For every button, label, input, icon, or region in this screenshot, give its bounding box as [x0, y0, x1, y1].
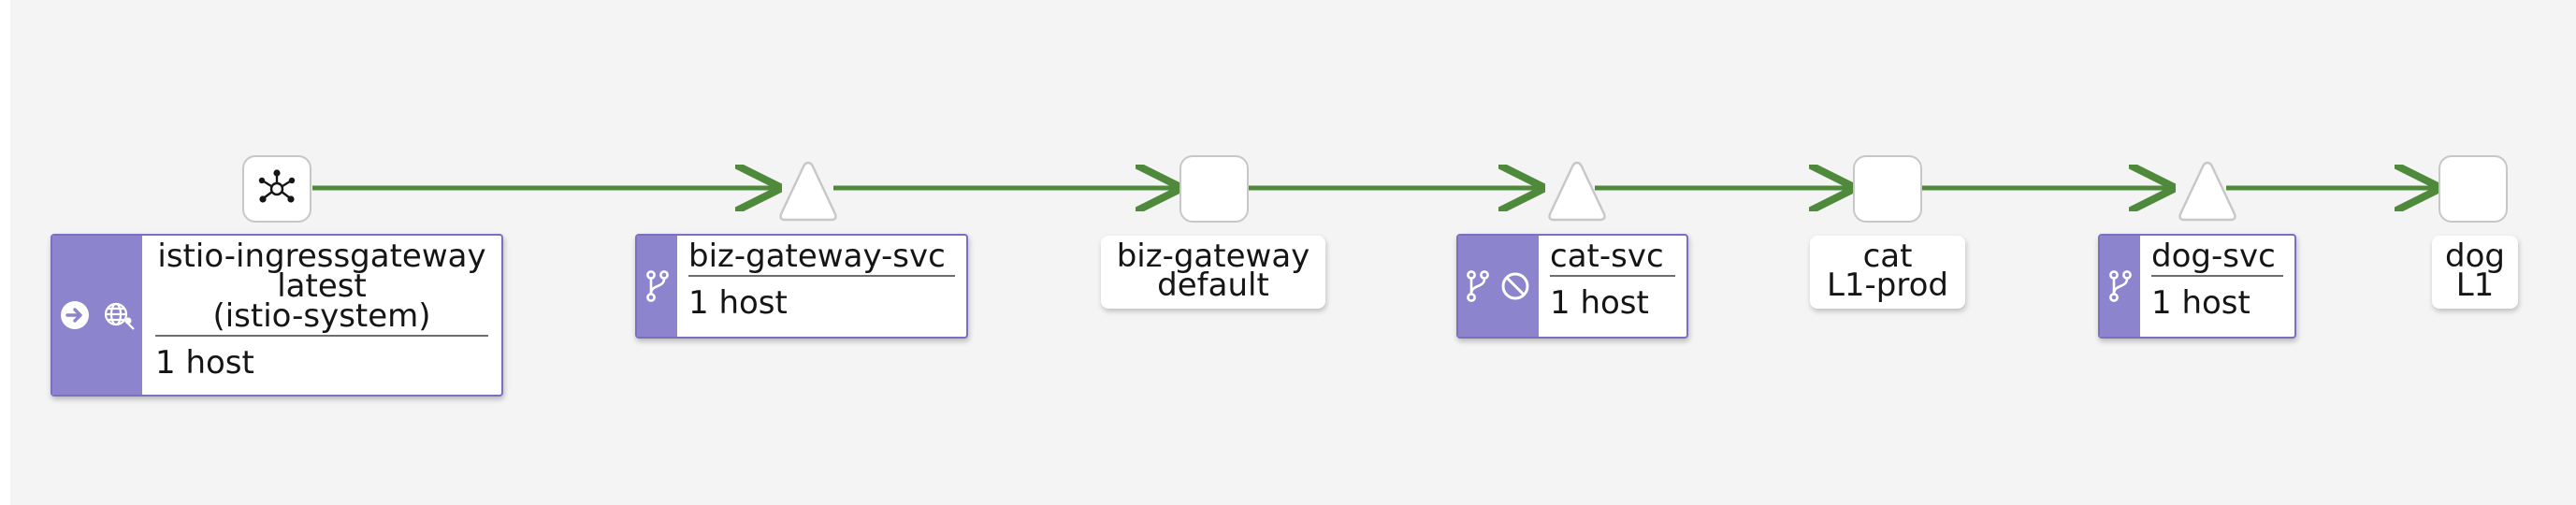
host-count: 1 host — [2151, 284, 2250, 322]
service-group-cat[interactable]: cat-svc 1 host — [1456, 234, 1688, 339]
host-count: 1 host — [688, 284, 788, 322]
workload-label-biz: biz-gateway default — [1101, 236, 1325, 309]
branch-icon — [645, 270, 669, 302]
workload-node-dog[interactable] — [2439, 155, 2508, 223]
divider — [155, 335, 488, 337]
group-body: istio-ingressgateway latest (istio-syste… — [142, 236, 501, 395]
group-title: biz-gateway-svc — [688, 238, 946, 275]
service-group-biz[interactable]: biz-gateway-svc 1 host — [635, 234, 968, 339]
graph-canvas[interactable]: istio-ingressgateway latest (istio-syste… — [10, 0, 2576, 505]
divider — [688, 275, 955, 277]
workload-version: default — [1157, 267, 1269, 304]
service-node-cat[interactable] — [1544, 159, 1610, 224]
group-body: dog-svc 1 host — [2140, 236, 2294, 337]
arrow-right-circle-icon — [61, 301, 89, 329]
group-icon-band — [1458, 236, 1539, 337]
ingress-gateway-group[interactable]: istio-ingressgateway latest (istio-syste… — [51, 234, 503, 397]
service-node-biz[interactable] — [775, 159, 841, 224]
workload-version: L1-prod — [1826, 267, 1949, 304]
workload-node-cat[interactable] — [1853, 155, 1922, 223]
group-title: cat-svc — [1550, 238, 1664, 275]
service-node-dog[interactable] — [2175, 159, 2240, 224]
branch-icon — [1467, 270, 1489, 302]
ban-icon — [1501, 272, 1529, 300]
divider — [1550, 275, 1675, 277]
host-count: 1 host — [1550, 284, 1649, 322]
network-gateway-icon — [258, 169, 296, 203]
group-title: dog-svc — [2151, 238, 2276, 275]
gateway-node[interactable] — [242, 155, 311, 223]
group-title: istio-ingressgateway latest (istio-syste… — [155, 238, 488, 335]
branch-icon — [2108, 270, 2132, 302]
group-title-line: (istio-system) — [212, 297, 431, 335]
workload-name: dog — [2445, 238, 2505, 275]
group-icon-band — [637, 236, 677, 337]
host-count: 1 host — [155, 344, 254, 382]
workload-name: biz-gateway — [1116, 238, 1310, 275]
graph-edges — [312, 0, 2576, 505]
workload-label-dog: dog L1 — [2432, 236, 2518, 309]
group-title-line: latest — [277, 267, 367, 305]
workload-version: L1 — [2455, 267, 2495, 304]
globe-network-icon — [104, 302, 135, 330]
group-body: biz-gateway-svc 1 host — [677, 236, 966, 337]
service-group-dog[interactable]: dog-svc 1 host — [2098, 234, 2296, 339]
group-body: cat-svc 1 host — [1539, 236, 1686, 337]
group-icon-band — [2100, 236, 2140, 337]
group-title-line: istio-ingressgateway — [157, 238, 486, 275]
workload-name: cat — [1862, 238, 1913, 275]
workload-node-biz[interactable] — [1179, 155, 1249, 223]
divider — [2151, 275, 2283, 277]
group-icon-band — [52, 236, 142, 395]
workload-label-cat: cat L1-prod — [1810, 236, 1965, 309]
